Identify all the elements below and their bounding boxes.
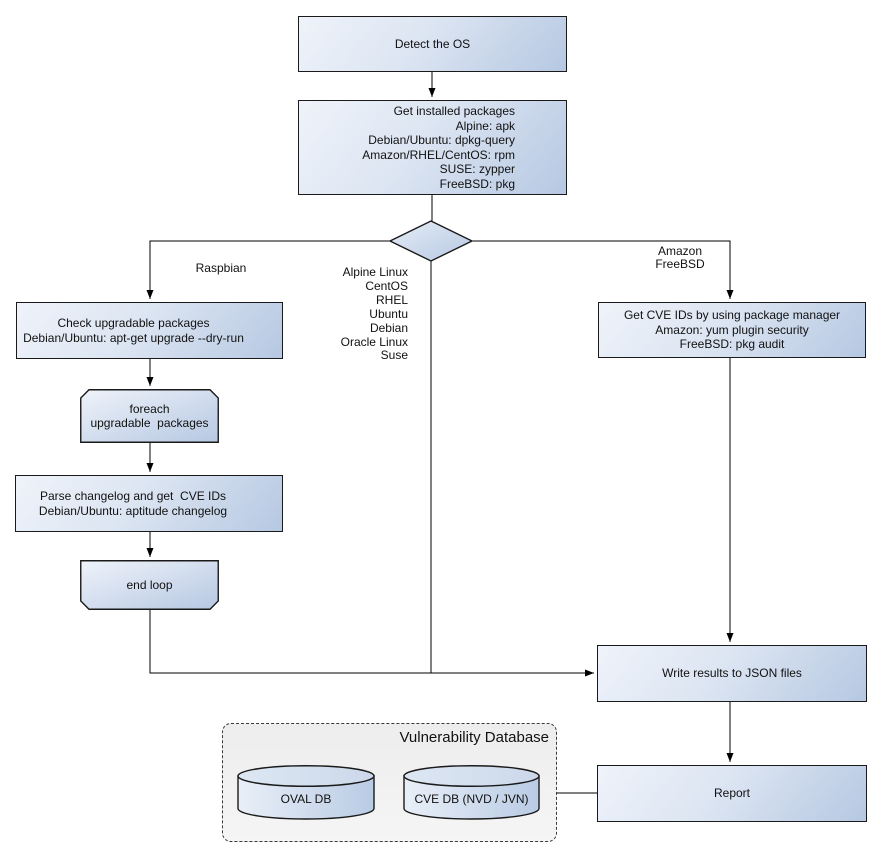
edge-label-raspbian: Raspbian [195,261,247,275]
database-cylinder-icon [403,765,540,820]
database-cylinder-icon [237,765,375,820]
node-get-installed-packages: Get installed packages Alpine: apk Debia… [298,100,567,195]
loop-end-outline-icon [80,560,219,610]
loop-start-outline-icon [80,389,219,443]
loop-end-shape: end loop [80,560,219,610]
node-detect-os: Detect the OS [298,16,567,72]
loop-end-label: end loop [126,577,173,592]
node-report: Report [597,765,867,822]
oval-db-cylinder: OVAL DB [237,765,375,820]
decision-diamond [388,220,474,262]
edge-label-os-list: Alpine Linux CentOS RHEL Ubuntu Debian O… [340,265,408,363]
node-get-cve-ids: Get CVE IDs by using package manager Ama… [598,302,866,358]
oval-db-label: OVAL DB [280,792,332,806]
edge-label-amazon-freebsd: Amazon FreeBSD [655,244,705,271]
vulnerability-database-title: Vulnerability Database [399,729,549,746]
node-parse-changelog: Parse changelog and get CVE IDs Debian/U… [15,475,283,532]
loop-start-shape: foreach upgradable packages [80,389,219,443]
loop-start-label: foreach upgradable packages [90,401,209,431]
node-check-upgradable-packages: Check upgradable packages Debian/Ubuntu:… [16,302,283,359]
node-write-results-json: Write results to JSON files [597,645,867,702]
cve-db-label: CVE DB (NVD / JVN) [414,792,529,806]
cve-db-cylinder: CVE DB (NVD / JVN) [403,765,540,820]
